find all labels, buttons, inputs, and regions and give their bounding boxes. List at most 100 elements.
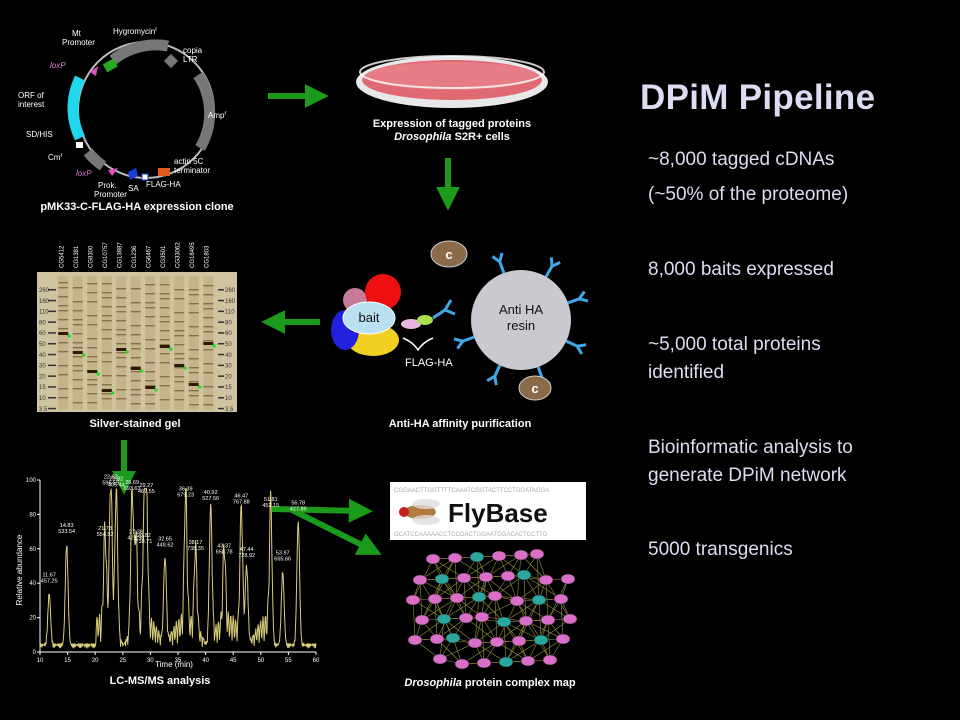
bullet-network: generate DPiM network <box>648 465 847 486</box>
gel-marker-label: 40 <box>39 353 46 359</box>
network-node <box>434 573 450 585</box>
network-node <box>447 552 463 564</box>
network-node <box>509 595 525 607</box>
gel-lane-label: CG1381 <box>74 245 80 268</box>
network-node <box>454 658 470 670</box>
network-node <box>487 590 503 602</box>
gel-lane-label: CG18495 <box>190 242 196 268</box>
flybase-label: FlyBase <box>448 498 548 528</box>
gel-marker-label: 80 <box>225 320 232 326</box>
gel-lane-label: CG33062 <box>175 242 181 268</box>
svg-text:Mt: Mt <box>72 29 82 38</box>
network-node <box>414 614 430 626</box>
svg-text:copia: copia <box>183 46 203 55</box>
svg-text:SD/HIS: SD/HIS <box>26 130 53 139</box>
gel-marker-label: 160 <box>39 299 50 305</box>
gel-marker-label: 30 <box>39 364 46 370</box>
ms-x-tick: 35 <box>175 658 182 664</box>
ms-trace <box>39 488 317 649</box>
network-node <box>531 594 547 606</box>
gel-marker-label: 50 <box>39 342 46 348</box>
svg-text:FLAG-HA: FLAG-HA <box>146 180 181 189</box>
bullet-transgenics: 5000 transgenics <box>648 539 793 560</box>
network-node <box>533 634 549 646</box>
network-node <box>555 633 571 645</box>
purification-caption: Anti-HA affinity purification <box>388 418 532 430</box>
ms-x-tick: 60 <box>313 658 320 664</box>
network-node <box>405 594 421 606</box>
network-node <box>553 593 569 605</box>
ms-y-tick: 0 <box>33 650 37 656</box>
dish-caption-line1: Expression of tagged proteins <box>372 118 532 130</box>
gel-marker-label: 60 <box>225 331 232 337</box>
gel-lane-label: CG5412 <box>59 245 65 268</box>
gel-marker-label: 30 <box>225 364 232 370</box>
protein-network <box>405 548 578 670</box>
resin-label-2: resin <box>507 318 535 333</box>
flybase-sequence-2: GCATCCAAAAACCTCCGACTGGAATGGACACTCCTTG <box>394 532 548 538</box>
svg-text:interest: interest <box>18 100 45 109</box>
gel-marker-label: 260 <box>39 288 50 294</box>
arrow-ms-to-flybase <box>271 498 373 523</box>
bullet-tagged-cdnas: ~8,000 tagged cDNAs <box>648 149 835 170</box>
network-caption: Drosophila protein complex map <box>404 677 576 689</box>
contaminant-label-bottom: c <box>531 381 538 396</box>
gel-marker-label: 10 <box>39 396 46 402</box>
gel-marker-label: 3.5 <box>225 407 234 412</box>
ms-x-tick: 40 <box>202 658 209 664</box>
network-node <box>489 636 505 648</box>
network-node <box>562 613 578 625</box>
gel-marker-label: 40 <box>225 353 232 359</box>
gel-marker-label: 160 <box>225 299 236 305</box>
pipeline-title: DPiM Pipeline <box>640 78 876 117</box>
svg-text:loxP: loxP <box>50 61 66 70</box>
bullet-proteome-fraction: (~50% of the proteome) <box>648 184 849 205</box>
gel-marker-label: 60 <box>39 331 46 337</box>
network-node <box>511 635 527 647</box>
network-node <box>449 592 465 604</box>
ms-x-tick: 20 <box>92 658 99 664</box>
network-node <box>518 615 534 627</box>
bait-label: bait <box>359 310 380 325</box>
network-node <box>476 657 492 669</box>
ms-x-tick: 10 <box>37 658 44 664</box>
ms-x-tick: 55 <box>285 658 292 664</box>
ms-y-tick: 80 <box>29 512 36 518</box>
network-node <box>427 593 443 605</box>
svg-text:actin 5C: actin 5C <box>174 157 204 166</box>
network-node <box>469 551 485 563</box>
ms-y-tick: 100 <box>26 478 37 484</box>
svg-text:Promoter: Promoter <box>62 38 95 47</box>
gel-marker-label: 80 <box>39 320 46 326</box>
gel-lane-label: CG8300 <box>88 245 94 268</box>
dish-caption: Expression of tagged proteins Drosophila… <box>352 118 552 144</box>
network-node <box>498 656 514 668</box>
network-node <box>407 634 423 646</box>
svg-text:ORF of: ORF of <box>18 91 45 100</box>
network-node <box>474 611 490 623</box>
network-node <box>478 571 494 583</box>
bullet-baits-expressed: 8,000 baits expressed <box>648 259 834 280</box>
network-node <box>429 633 445 645</box>
network-node <box>500 570 516 582</box>
ms-x-tick: 25 <box>119 658 126 664</box>
network-node <box>529 548 545 560</box>
network-node <box>458 612 474 624</box>
gel-lane-label: CG1803 <box>204 245 210 268</box>
network-node <box>520 655 536 667</box>
gel-lane-label: CG1236 <box>132 245 138 268</box>
